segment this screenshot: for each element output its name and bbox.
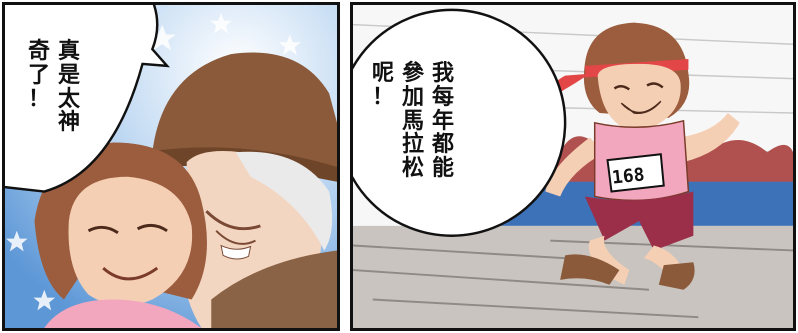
old-man-hat: [152, 52, 337, 172]
runner-right-shoe: [658, 262, 695, 290]
right-comic-panel: [350, 2, 796, 331]
speech-column-3: 呢！: [372, 60, 395, 181]
runner-left-leg: [588, 235, 630, 285]
speech-char: ！: [28, 85, 51, 112]
speech-column-1: 我每年都能: [432, 60, 455, 181]
speech-char: 神: [58, 109, 81, 136]
speech-char: ！: [372, 83, 395, 110]
right-speech-text: 我每年都能 參加馬拉松 呢！: [372, 60, 455, 181]
speech-column-2: 奇了！: [28, 38, 51, 135]
speech-char: 都: [432, 131, 455, 158]
left-comic-panel: [2, 2, 340, 331]
runner-right-arm: [678, 112, 740, 163]
speech-char: 馬: [402, 107, 425, 134]
old-man-coat: [211, 250, 337, 328]
speech-column-2: 參加馬拉松: [402, 60, 425, 181]
runner-left-shoe: [560, 254, 620, 285]
runner-left-arm: [545, 137, 605, 197]
right-speech-bubble: [353, 8, 567, 237]
speech-char: 我: [432, 60, 455, 86]
right-panel-illustration: [353, 5, 793, 328]
speech-char: 呢: [372, 60, 395, 86]
speech-char: 了: [28, 61, 51, 88]
left-speech-bubble: [5, 5, 171, 193]
speech-char: 是: [58, 61, 81, 88]
speech-char: 能: [432, 155, 455, 181]
bib-number: 168: [610, 164, 646, 189]
speech-char: 松: [402, 155, 425, 181]
runner-shorts: [584, 191, 694, 251]
speech-column-1: 真是太神: [58, 38, 81, 136]
speech-char: 每: [432, 83, 455, 110]
left-panel-illustration: [5, 5, 337, 328]
race-bib: [606, 153, 665, 193]
woman-shirt: [44, 299, 202, 328]
speech-char: 奇: [28, 38, 51, 64]
speech-char: 年: [432, 107, 455, 134]
old-man-hair: [235, 151, 333, 251]
left-speech-text: 真是太神 奇了！: [28, 38, 81, 136]
woman-face: [68, 176, 193, 306]
speech-char: 拉: [402, 131, 425, 158]
speech-char: 參: [402, 60, 425, 86]
speech-char: 加: [402, 83, 425, 110]
runner-face: [597, 63, 681, 133]
speech-char: 真: [58, 38, 81, 64]
speech-char: 太: [58, 85, 81, 112]
